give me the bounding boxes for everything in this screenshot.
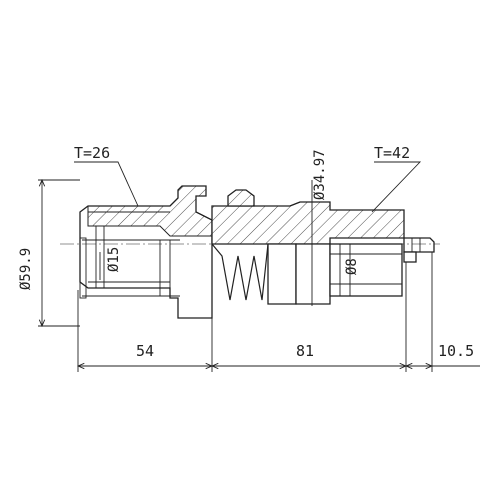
length-middle-label: 81 (296, 342, 314, 360)
length-left-label: 54 (136, 342, 154, 360)
outer-diameter-label: Ø59.9 (18, 248, 34, 290)
spline-left-callout: T=26 (74, 144, 139, 207)
spline-right-label: T=42 (374, 144, 410, 162)
length-right-label: 10.5 (438, 342, 474, 360)
outer-joint-housing (79, 185, 213, 319)
spline-right-callout: T=42 (371, 144, 422, 213)
shaft-diameter-dimension: Ø34.97 (311, 149, 328, 306)
pin-diameter-dimension: Ø8 (344, 258, 360, 275)
inner-bore-label: Ø15 (106, 247, 122, 272)
outer-diameter-dimension: Ø59.9 (18, 180, 80, 326)
spline-left-label: T=26 (74, 144, 110, 162)
length-dimensions: 54 81 10.5 (78, 252, 480, 372)
inner-joint (295, 237, 435, 305)
pin-diameter-label: Ø8 (344, 258, 360, 275)
inner-bore-dimension: Ø15 (99, 247, 122, 280)
shaft-diameter-label: Ø34.97 (312, 149, 328, 200)
